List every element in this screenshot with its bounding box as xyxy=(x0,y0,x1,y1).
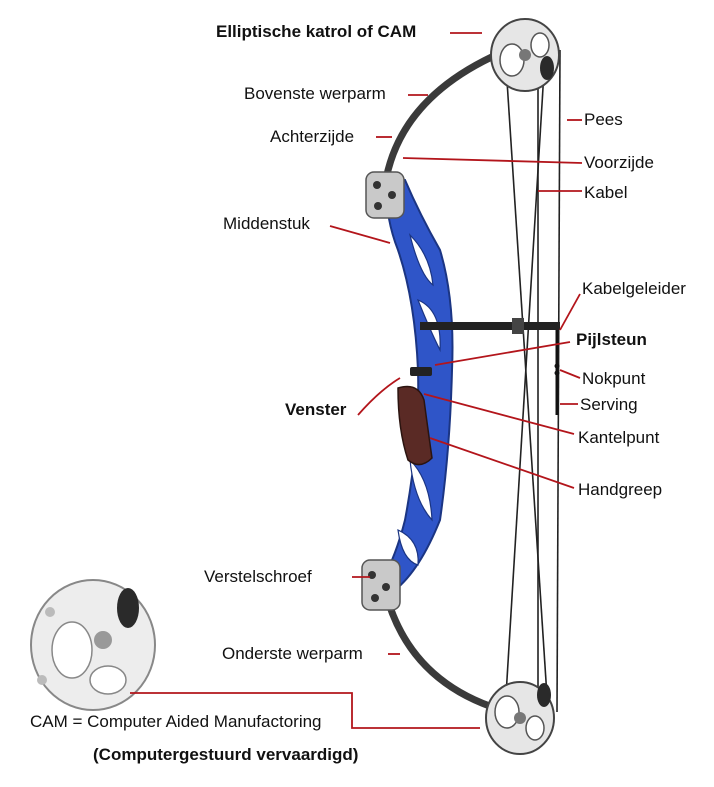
label-cable: Kabel xyxy=(584,183,628,202)
label-nock-point: Nokpunt xyxy=(582,369,646,388)
label-string: Pees xyxy=(584,110,623,129)
label-serving: Serving xyxy=(580,395,638,414)
arrow-rest xyxy=(410,367,432,376)
label-adjust-screw: Verstelschroef xyxy=(204,567,312,586)
label-pivot-point: Kantelpunt xyxy=(578,428,660,447)
lower-limb-pocket xyxy=(361,559,401,611)
string-and-cables xyxy=(504,49,561,713)
label-upper-limb: Bovenste werparm xyxy=(244,84,386,103)
leader-lines xyxy=(130,32,583,729)
grip xyxy=(397,385,433,466)
label-face: Voorzijde xyxy=(584,153,654,172)
label-cam: Elliptische katrol of CAM xyxy=(216,22,417,41)
upper-cam xyxy=(490,18,560,92)
cam-detail-illustration xyxy=(30,579,156,711)
label-grip: Handgreep xyxy=(578,480,663,499)
label-lower-limb: Onderste werparm xyxy=(222,644,363,663)
cam-note-line1: CAM = Computer Aided Manufactoring xyxy=(30,712,322,731)
upper-limb-pocket xyxy=(365,171,405,219)
cable-guide-rod xyxy=(420,318,560,334)
label-arrow-rest: Pijlsteun xyxy=(576,330,647,349)
label-cable-guide: Kabelgeleider xyxy=(582,279,686,298)
label-riser: Middenstuk xyxy=(223,214,310,233)
label-back: Achterzijde xyxy=(270,127,355,146)
lower-cam xyxy=(485,681,555,755)
label-window: Venster xyxy=(285,400,347,419)
cam-note-line2: (Computergestuurd vervaardigd) xyxy=(93,745,359,764)
